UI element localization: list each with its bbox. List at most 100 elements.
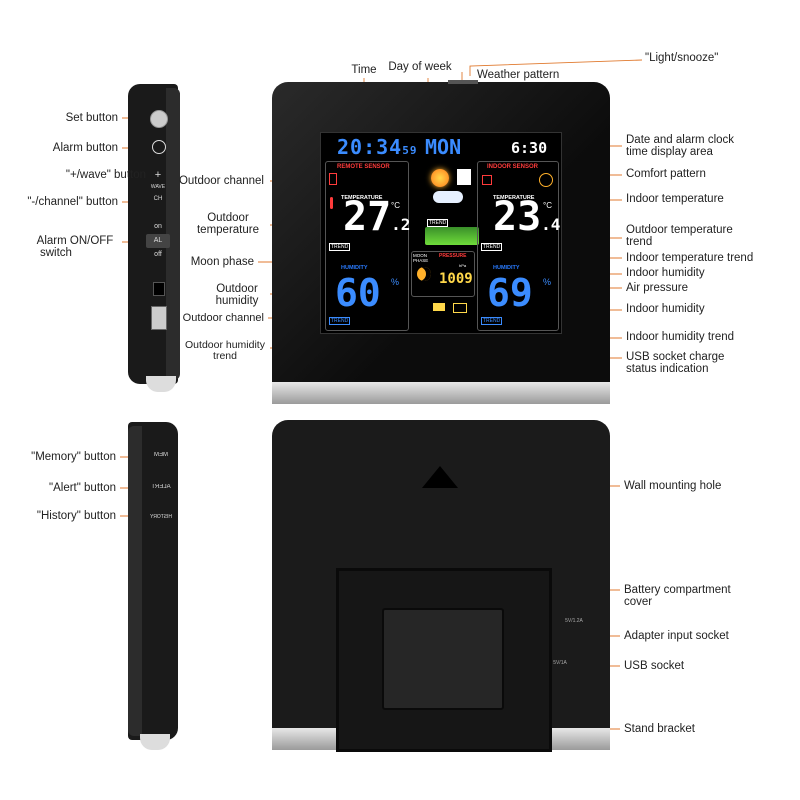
set-button[interactable]: [150, 110, 168, 128]
remote-sensor-label: REMOTE SENSOR: [337, 164, 390, 170]
plus-label: +: [154, 169, 162, 181]
outdoor-temp-label: TEMPERATURE: [341, 195, 383, 201]
outdoor-temp-value: 27.2: [343, 197, 410, 245]
comfort-icon: [539, 173, 553, 187]
on-label: on: [154, 223, 162, 230]
sun-icon: [431, 169, 449, 187]
usb-socket: 5V/1A: [550, 660, 570, 676]
indoor-humidity-label: HUMIDITY: [493, 265, 520, 271]
clock-value: 20:34: [337, 135, 403, 159]
outdoor-temp-dec: .2: [391, 215, 411, 234]
label-history-button: "History" button: [36, 510, 116, 522]
label-usb-socket: USB socket: [624, 660, 685, 672]
label-alarm-switch-2: switch: [40, 247, 72, 259]
memory-button[interactable]: MEM: [150, 452, 172, 458]
outdoor-channel-icon: [329, 173, 337, 185]
label-indoor-humidity-a: Indoor humidity: [626, 267, 705, 279]
day-display: MON: [425, 135, 462, 159]
clock-display: 20:3459: [337, 135, 417, 159]
outdoor-humidity-unit: %: [391, 277, 400, 287]
outdoor-humidity-trend: TREND: [329, 317, 351, 325]
indoor-temp-int: 23: [493, 194, 542, 240]
ch-label: CH: [153, 196, 163, 202]
label-outdoor-temp-trend-2: trend: [626, 236, 653, 248]
label-memory-button: "Memory" button: [31, 451, 116, 463]
outdoor-humidity-label: HUMIDITY: [341, 265, 368, 271]
usb-spec: 5V/1A: [553, 660, 567, 666]
indoor-sensor-label: INDOOR SENSOR: [487, 164, 539, 170]
indoor-temp-value: 23.4: [493, 197, 560, 245]
label-outdoor-humidity-1: Outdoor: [216, 283, 258, 295]
label-alert-button: "Alert" button: [49, 482, 116, 494]
label-outdoor-humidity-trend-2: trend: [213, 350, 237, 362]
adapter-port: [153, 282, 165, 296]
alarm-display: 6:30: [511, 139, 548, 157]
label-light-snooze: "Light/snooze": [645, 52, 719, 64]
indoor-humidity-value: 69: [487, 271, 533, 315]
label-outdoor-humidity-2: humidity: [215, 295, 259, 307]
label-usb-charge-1: USB socket charge: [626, 351, 725, 363]
label-time: Time: [351, 64, 377, 76]
label-outdoor-temperature-1: Outdoor: [207, 212, 249, 224]
mem-label: MEM: [154, 452, 168, 458]
weather-trend: TREND: [427, 219, 449, 227]
moon-icon: [417, 267, 431, 281]
usb-charge-icon: [433, 303, 469, 313]
usb-port: [151, 306, 167, 330]
weather-icon: [423, 165, 479, 215]
history-button[interactable]: HISTORY: [148, 514, 174, 520]
grass-icon: [425, 227, 479, 245]
back-view: 5V/1.2A 5V/1A: [272, 420, 610, 752]
outdoor-humidity-value: 60: [335, 271, 381, 315]
outdoor-temp-unit: °C: [391, 201, 400, 210]
label-comfort-pattern: Comfort pattern: [626, 168, 706, 180]
outdoor-temp-int: 27: [343, 194, 392, 240]
alarm-switch[interactable]: on AL off: [146, 220, 170, 262]
label-battery-cover-2: cover: [624, 596, 653, 608]
wall-mounting-hole: [422, 466, 458, 488]
label-date-alarm-2: time display area: [626, 146, 713, 158]
label-channel-button: "-/channel" button: [27, 196, 118, 208]
wave-label: WAVE: [150, 184, 166, 190]
label-date-alarm-1: Date and alarm clock: [626, 134, 735, 146]
label-adapter-socket: Adapter input socket: [624, 630, 729, 642]
wave-button[interactable]: + WAVE: [146, 170, 170, 192]
alert-button[interactable]: ALERT: [150, 484, 172, 490]
indoor-temp-unit: °C: [543, 201, 552, 210]
label-indoor-temp-trend: Indoor temperature trend: [626, 252, 754, 264]
label-indoor-humidity-b: Indoor humidity: [626, 303, 705, 315]
snooze-bar[interactable]: [448, 80, 478, 84]
history-label: HISTORY: [149, 514, 173, 520]
label-set-button: Set button: [65, 112, 118, 124]
alarm-clock-icon[interactable]: [152, 140, 166, 154]
label-alarm-button: Alarm button: [52, 142, 118, 154]
label-outdoor-humidity: Outdoor humidity: [200, 283, 274, 307]
label-air-pressure: Air pressure: [626, 282, 688, 294]
label-usb-charge-2: status indication: [626, 363, 709, 375]
label-alarm-switch: Alarm ON/OFF switch: [34, 235, 116, 259]
cloud-icon: [433, 191, 463, 203]
outdoor-panel: [325, 161, 409, 331]
indoor-humidity-unit: %: [543, 277, 552, 287]
pressure-unit: hPa: [459, 263, 467, 268]
label-indoor-temperature: Indoor temperature: [626, 193, 724, 205]
label-stand-bracket: Stand bracket: [624, 723, 695, 735]
side-view-bottom: MEM ALERT HISTORY: [126, 422, 186, 752]
label-indoor-humidity-trend: Indoor humidity trend: [626, 331, 735, 343]
label-alarm-switch-1: Alarm ON/OFF: [36, 235, 114, 247]
label-date-alarm: Date and alarm clock time display area: [626, 134, 734, 158]
al-label: AL: [146, 234, 170, 248]
label-outdoor-channel-a: Outdoor channel: [178, 175, 264, 187]
indoor-temp-dec: .4: [541, 215, 561, 234]
front-view: 20:3459 MON 6:30 REMOTE SENSOR TEMPERATU…: [272, 80, 610, 404]
label-day-of-week: Day of week: [388, 61, 452, 73]
lcd-screen: 20:3459 MON 6:30 REMOTE SENSOR TEMPERATU…: [320, 132, 562, 334]
channel-button[interactable]: CH: [146, 196, 170, 202]
indoor-temp-trend: TREND: [481, 243, 503, 251]
label-outdoor-humidity-trend-1: Outdoor humidity: [185, 339, 265, 351]
adapter-input-socket: 5V/1.2A: [544, 618, 604, 654]
pressure-label: PRESSURE: [439, 253, 467, 259]
label-outdoor-temperature: Outdoor temperature: [190, 212, 266, 236]
alert-label: ALERT: [151, 484, 171, 490]
thermometer-icon: [330, 197, 333, 209]
